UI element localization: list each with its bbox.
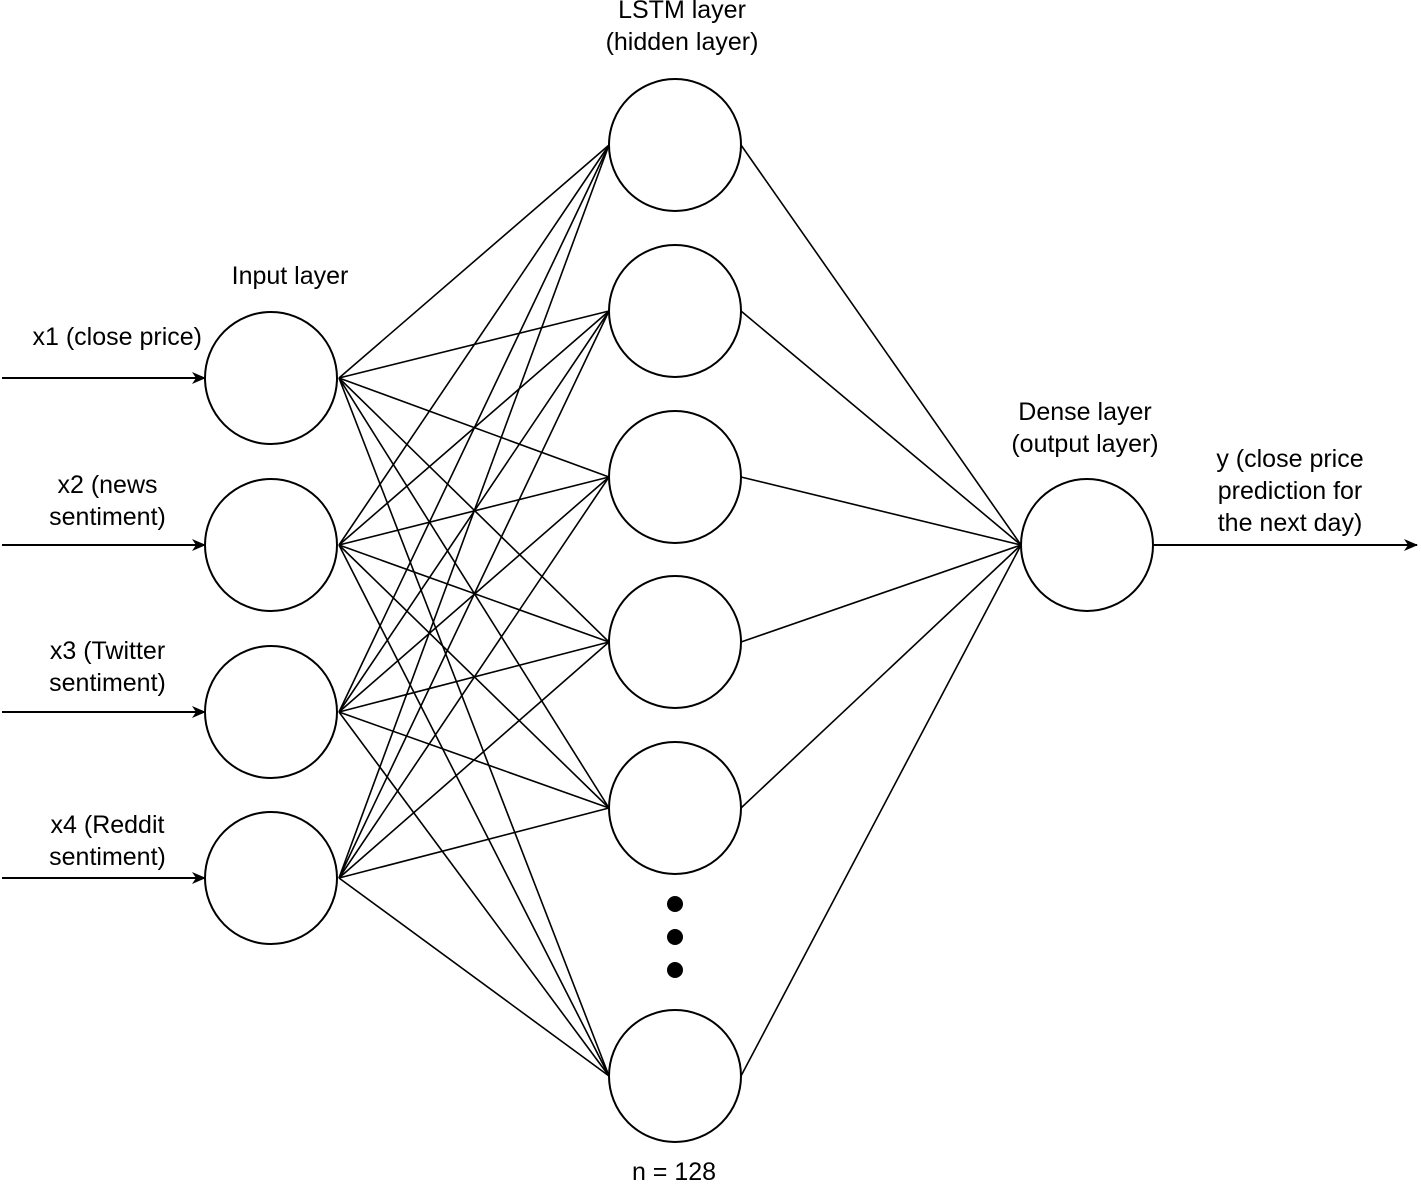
input-label-x3-line-2: sentiment) (49, 669, 166, 697)
edge-input-1-hidden-1 (338, 144, 610, 379)
edge-input-4-hidden-2 (338, 310, 610, 879)
edge-input-4-hidden-3 (338, 476, 610, 879)
ellipsis-dot-3 (667, 962, 683, 978)
hidden-node-5 (608, 741, 742, 875)
input-label-x2-line-1: x2 (news (57, 471, 158, 499)
output-layer-title-line-1: Dense layer (1018, 398, 1152, 426)
hidden-layer-size-label: n = 128 (631, 1158, 717, 1186)
hidden-layer-title-line-2: (hidden layer) (605, 28, 759, 56)
output-layer-title-line-2: (output layer) (1011, 430, 1159, 458)
output-label-line-3: the next day) (1217, 509, 1363, 537)
edge-hidden-5-output (740, 544, 1022, 809)
hidden-node-6 (608, 1009, 742, 1143)
edge-hidden-6-output (740, 544, 1022, 1077)
output-label-line-1: y (close price (1216, 445, 1364, 473)
input-label-x2-line-2: sentiment) (49, 503, 166, 531)
edge-input-4-hidden-5 (338, 807, 610, 879)
input-label-x1-line-1: x1 (close price) (32, 323, 203, 351)
hidden-node-2 (608, 244, 742, 378)
hidden-node-3 (608, 410, 742, 544)
edge-input-2-hidden-6 (338, 544, 610, 1077)
input-label-x1: x1 (close price) (2, 321, 203, 353)
edge-input-1-hidden-6 (338, 377, 610, 1077)
input-label-x4-line-1: x4 (Reddit (50, 811, 165, 839)
hidden-layer-title-line-1: LSTM layer (618, 0, 746, 24)
nodes-group (204, 78, 1154, 1143)
input-label-x3-line-1: x3 (Twitter (49, 637, 166, 665)
output-node (1020, 478, 1154, 612)
input-label-x4: x4 (Reddit sentiment) (30, 809, 185, 873)
ellipsis-dot-1 (667, 896, 683, 912)
edge-hidden-4-output (740, 544, 1022, 643)
input-label-x2: x2 (news sentiment) (30, 469, 185, 533)
edge-input-3-hidden-1 (338, 144, 610, 713)
edge-hidden-3-output (740, 476, 1022, 546)
input-node-x2 (204, 478, 338, 612)
input-node-x3 (204, 645, 338, 779)
edge-input-3-hidden-6 (338, 711, 610, 1077)
arrows-group (2, 372, 1418, 884)
output-label-line-2: prediction for (1217, 477, 1363, 505)
input-label-x3: x3 (Twitter sentiment) (30, 635, 185, 699)
hidden-node-1 (608, 78, 742, 212)
ellipsis-dot-2 (667, 929, 683, 945)
connections-group (338, 144, 1022, 1077)
output-layer-title: Dense layer (output layer) (995, 396, 1175, 460)
input-node-x4 (204, 811, 338, 945)
edge-input-4-hidden-6 (338, 877, 610, 1077)
edge-input-2-hidden-1 (338, 144, 610, 546)
edge-hidden-2-output (740, 310, 1022, 546)
output-label: y (close price prediction for the next d… (1200, 443, 1380, 539)
edge-input-4-hidden-4 (338, 641, 610, 879)
edge-hidden-1-output (740, 144, 1022, 546)
input-node-x1 (204, 311, 338, 445)
hidden-layer-title: LSTM layer (hidden layer) (592, 0, 772, 58)
input-label-x4-line-2: sentiment) (49, 843, 166, 871)
edge-input-4-hidden-1 (338, 144, 610, 879)
hidden-node-4 (608, 575, 742, 709)
input-layer-title: Input layer (231, 262, 349, 290)
